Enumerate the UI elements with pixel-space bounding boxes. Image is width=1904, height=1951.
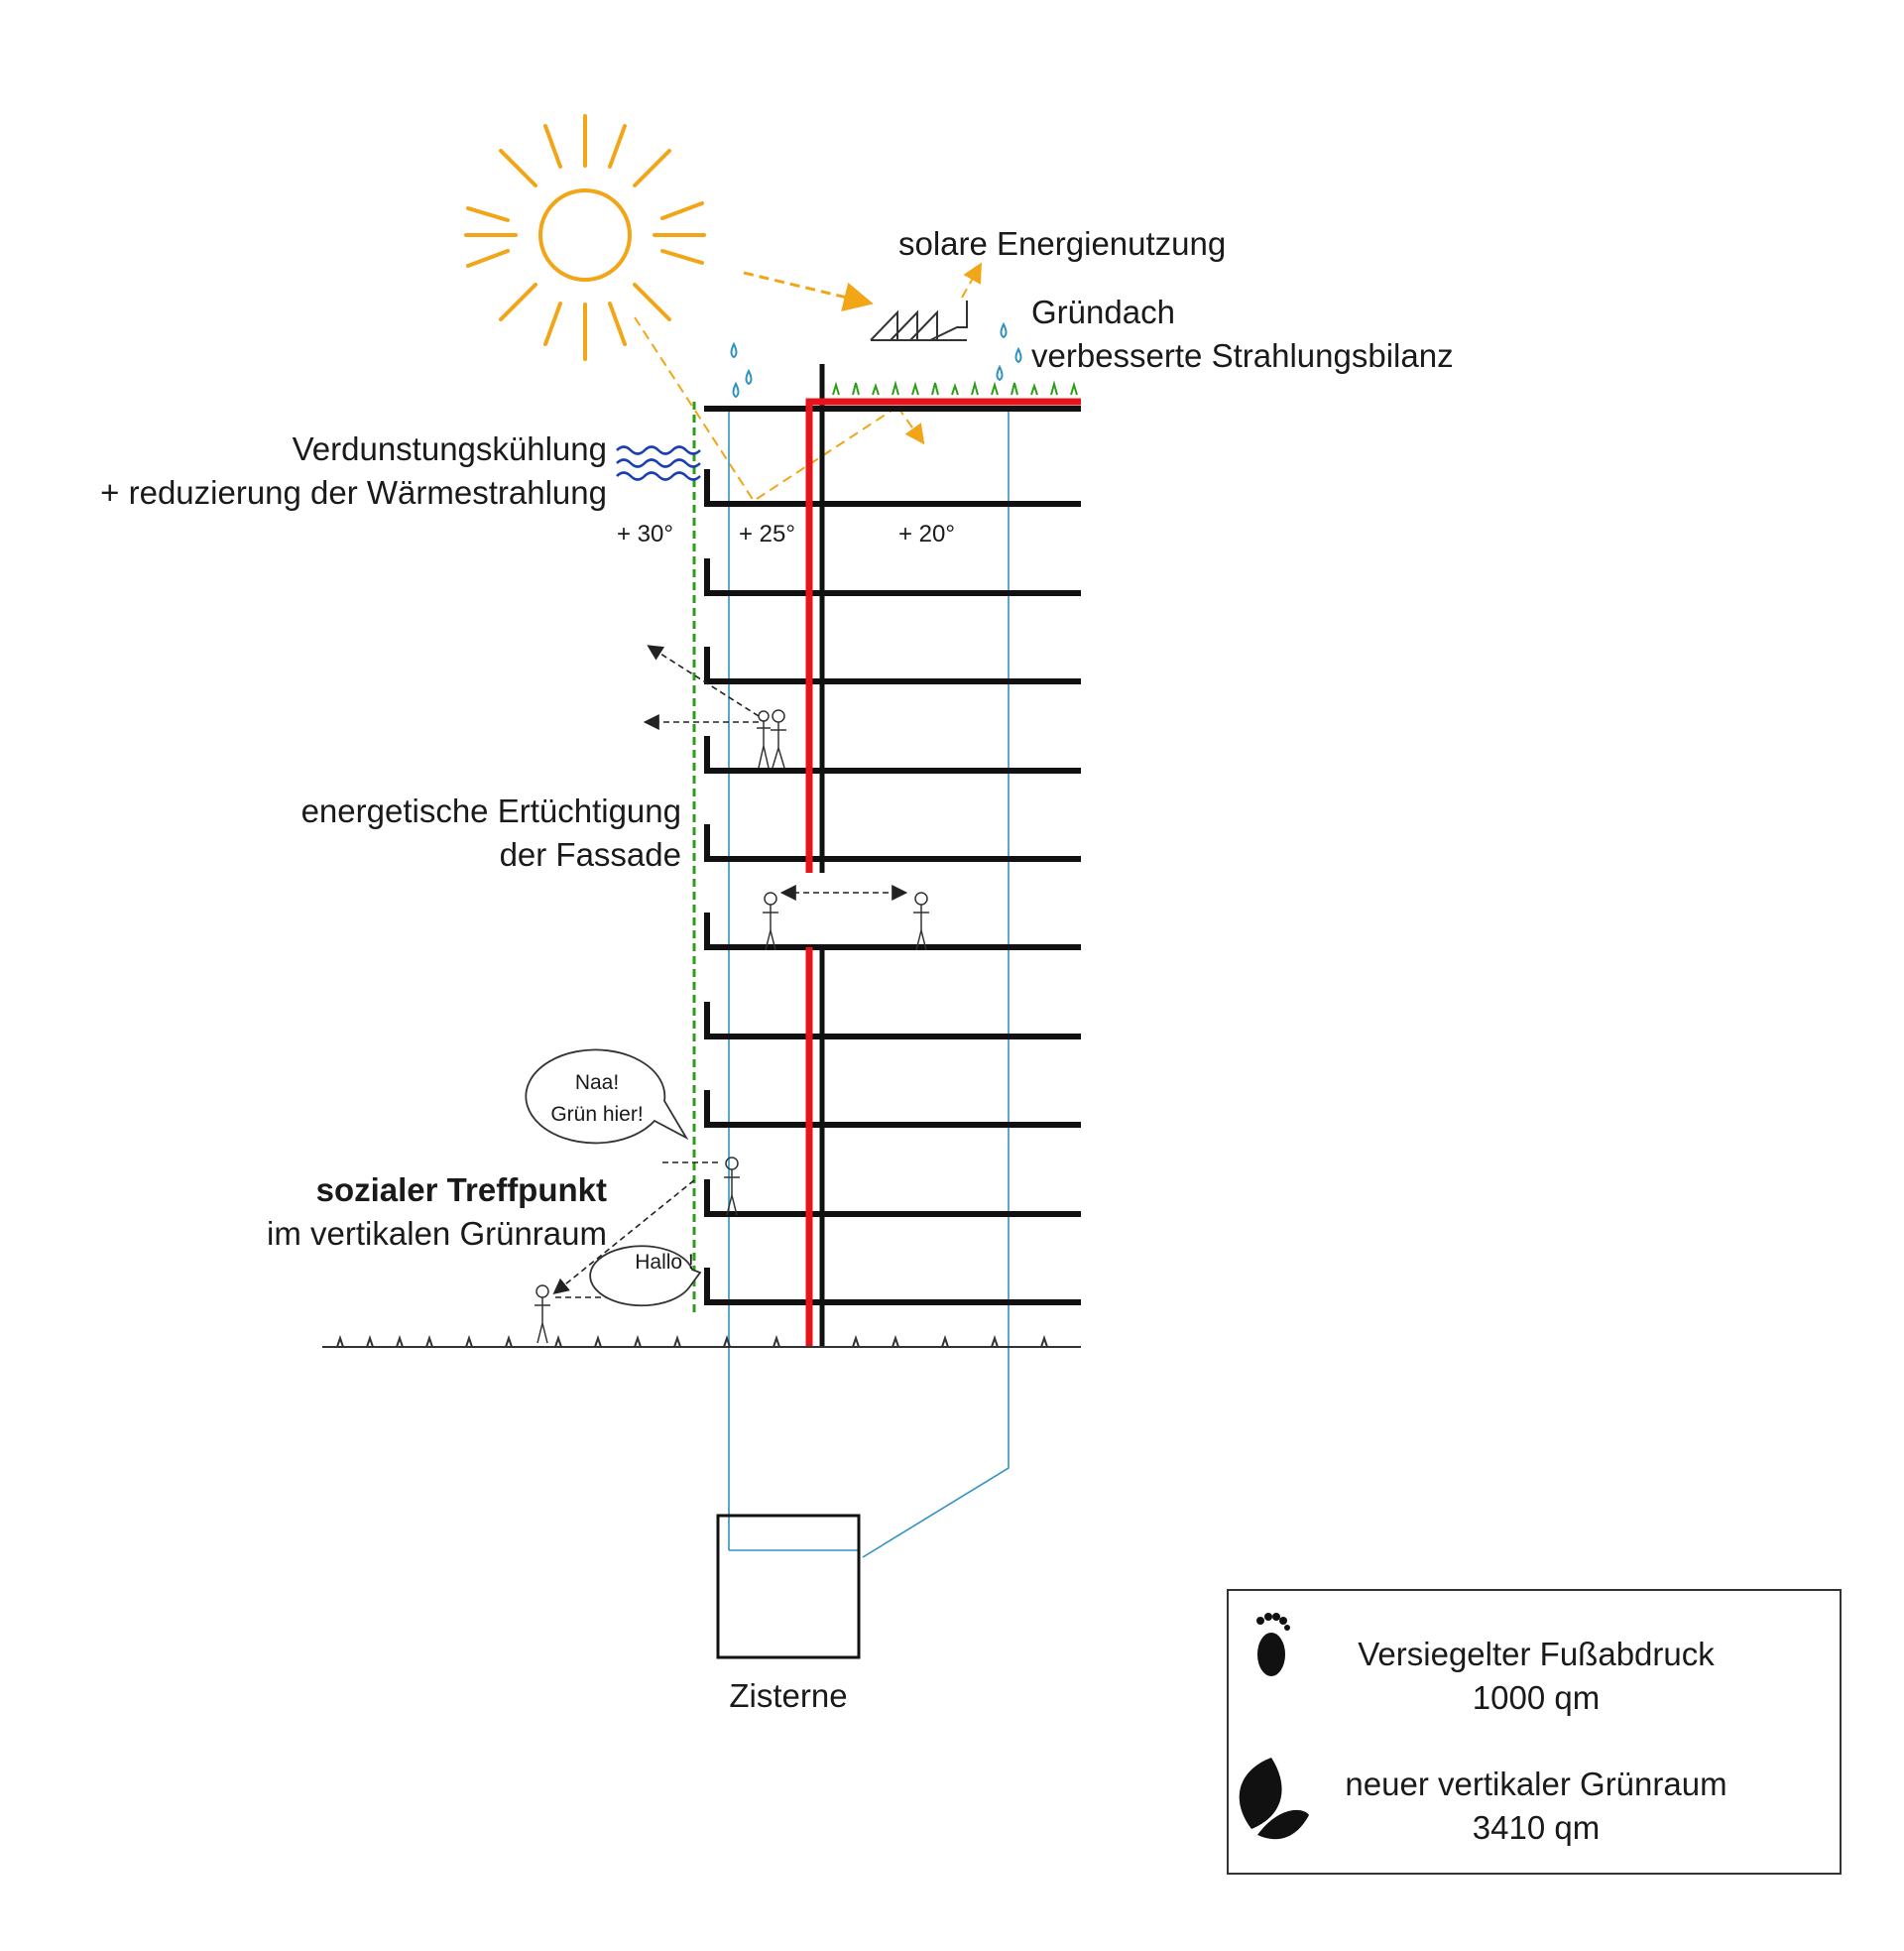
speech-bubble-upper-line2: Grün hier! [550,1103,644,1126]
speech-bubble-upper-line1: Naa! [574,1071,620,1094]
speech-bubble-lower-text: Hallo ! [635,1251,694,1274]
cistern-icon [716,1514,861,1659]
solar-panel-icon [870,301,968,341]
social-meeting-label: sozialer Treffpunkt [315,1171,607,1208]
vertical-green-label: im vertikalen Grünraum [267,1215,607,1252]
radiation-balance-label: verbesserte Strahlungsbilanz [1031,337,1454,374]
speech-bubble-upper [525,1048,689,1145]
water-drop-icon [730,321,1022,399]
temperature-inside: + 20° [898,521,955,548]
ground-line [322,1334,1081,1348]
evaporation-label: Verdunstungskühlung [292,430,607,467]
solar-energy-label: solare Energienutzung [898,225,1227,262]
view-arrows [552,645,908,1298]
heat-radiation-label: + reduzierung der Wärmestrahlung [100,474,607,511]
green-space-value: 3410 qm [1472,1809,1601,1846]
water-pipe-lines [728,407,1010,1558]
leaf-icon [1239,1758,1309,1840]
floor-slabs [704,406,1081,1305]
temperature-outside: + 30° [617,521,673,548]
cistern-label: Zisterne [729,1677,848,1714]
footprint-value: 1000 qm [1472,1679,1601,1716]
insulation-line [805,398,1081,1347]
solar-radiation-arrows [634,262,982,503]
legend-box: Versiegelter Fußabdruck 1000 qm neuer ve… [1227,1589,1842,1875]
footprint-icon [1256,1613,1290,1676]
wave-icon [616,445,701,481]
temperature-buffer: + 25° [739,521,795,548]
green-roof-label: Gründach [1031,294,1175,330]
footprint-title: Versiegelter Fußabdruck [1358,1636,1715,1672]
person-icon [535,709,929,1344]
green-space-title: neuer vertikaler Grünraum [1345,1766,1727,1802]
green-roof-grass [832,380,1078,396]
facade-label: der Fassade [499,836,681,873]
facade-upgrade-label: energetische Ertüchtigung [300,793,681,829]
speech-bubble-lower [589,1245,702,1307]
sun-icon [464,114,706,361]
